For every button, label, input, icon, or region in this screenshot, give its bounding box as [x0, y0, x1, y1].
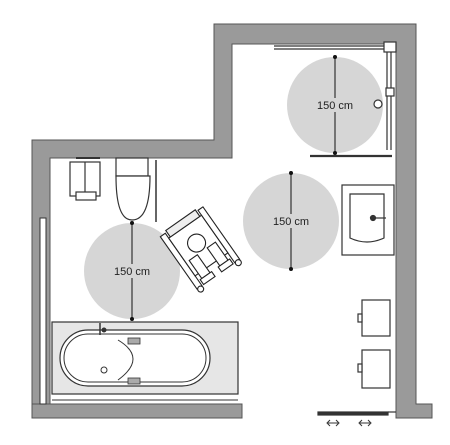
sink-icon [341, 184, 395, 256]
toilet-icon [69, 157, 157, 222]
wall-bottom-left [31, 403, 243, 419]
wall-icon [31, 23, 433, 419]
turning-circles: 150 cm 150 cm 150 cm [84, 55, 383, 321]
turning-circle-center: 150 cm [243, 171, 339, 271]
sliding-door-icon [317, 411, 396, 427]
grab-bar-icon [39, 217, 47, 405]
circle-label: 150 cm [273, 216, 309, 228]
turning-circle-top-right: 150 cm [287, 55, 383, 155]
bathtub-icon [51, 321, 239, 401]
walls [31, 23, 433, 419]
circle-label: 150 cm [114, 266, 150, 278]
shower-icon [274, 41, 397, 158]
wheelchair-icon [159, 206, 242, 293]
turning-circle-left: 150 cm [84, 221, 180, 321]
circle-label: 150 cm [317, 100, 353, 112]
cabinet-icon [357, 299, 391, 389]
